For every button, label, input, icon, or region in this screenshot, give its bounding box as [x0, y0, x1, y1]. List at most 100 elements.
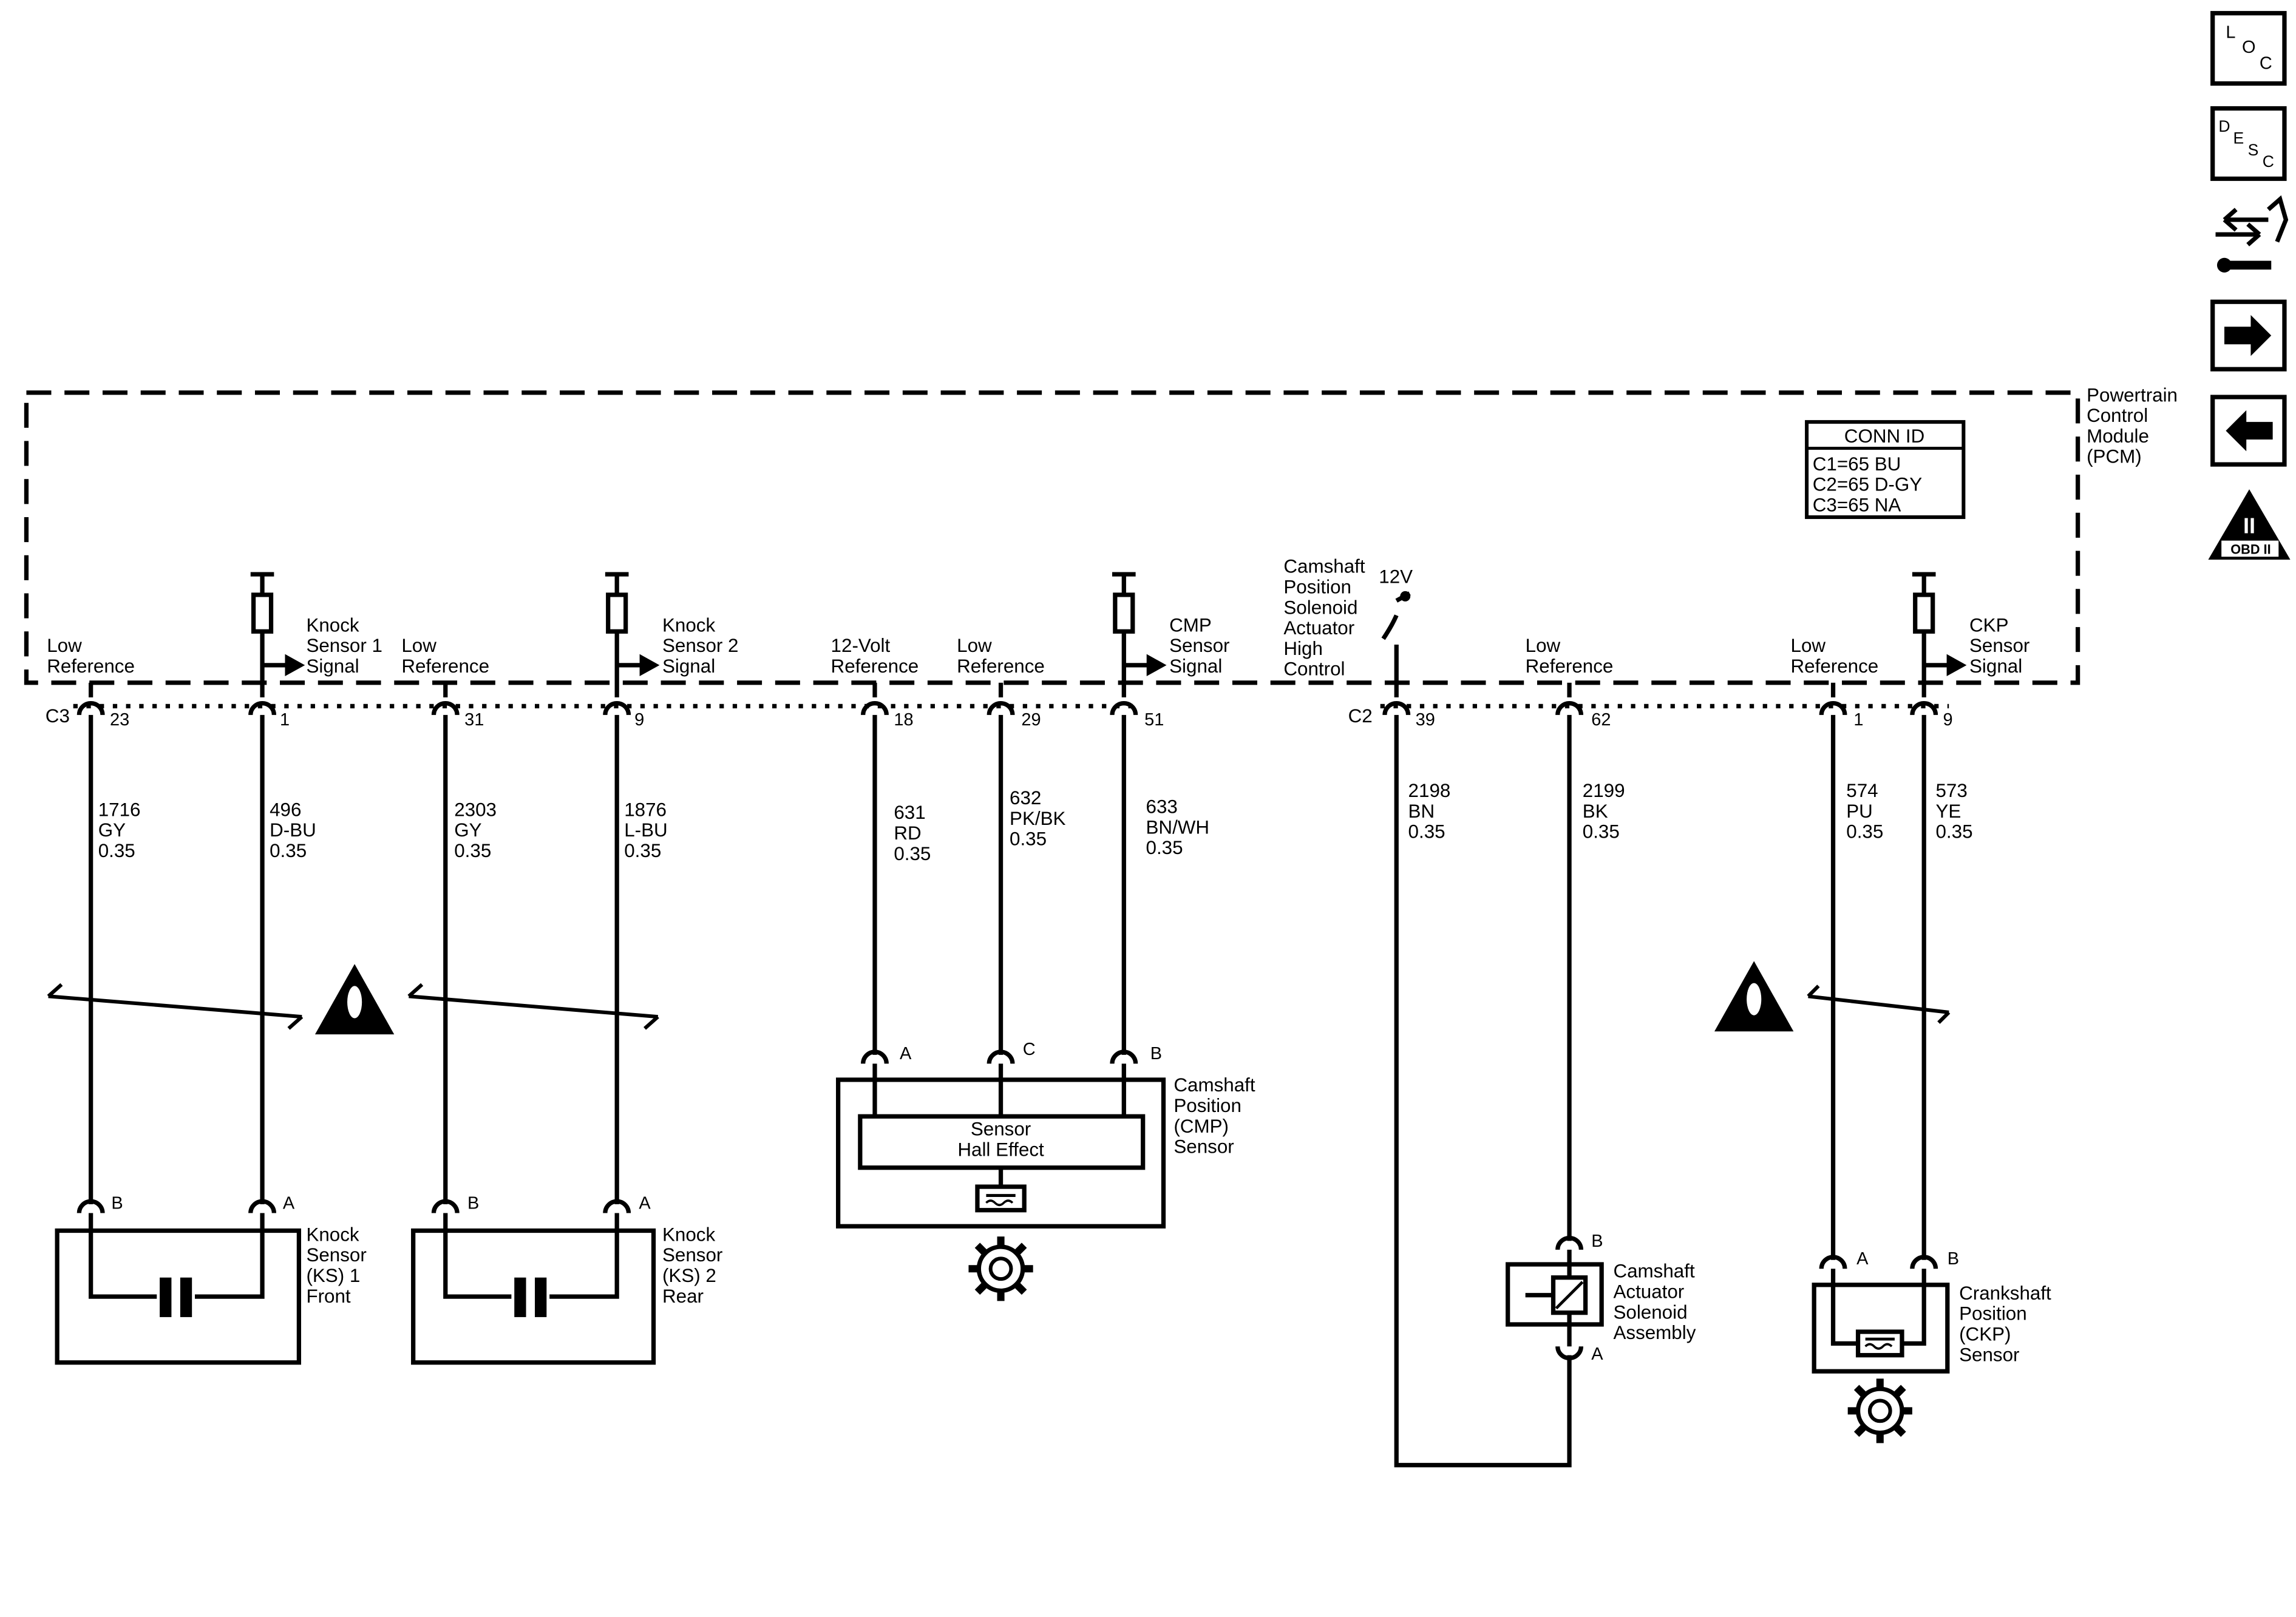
- c9b-label-3: Signal: [1969, 656, 2022, 677]
- caution-icon[interactable]: [314, 964, 395, 1035]
- ks1-name-1: Knock: [306, 1224, 359, 1245]
- wire-2303-gauge: 0.35: [454, 840, 491, 861]
- ks2-name-2: Sensor: [662, 1244, 722, 1266]
- wire-1716-gauge: 0.35: [98, 840, 135, 861]
- gear-icon: [1847, 1378, 1912, 1443]
- c23-label-2: Reference: [47, 656, 135, 677]
- conn-id-line-2: C2=65 D-GY: [1813, 474, 1922, 495]
- wire-574-gauge: 0.35: [1846, 821, 1883, 842]
- ckp-name-3: (CKP): [1959, 1324, 2011, 1345]
- nav-loc-button[interactable]: L O C: [2210, 11, 2287, 86]
- ks1-pin-b: B: [111, 1193, 123, 1213]
- wire-1716-num: 1716: [98, 799, 141, 820]
- ks2-name-3: (KS) 2: [662, 1265, 716, 1286]
- pin-1b: 1: [1853, 710, 1863, 730]
- solenoid-name-1: Camshaft: [1613, 1261, 1694, 1282]
- ckp-name-1: Crankshaft: [1959, 1283, 2051, 1304]
- c9a-label-3: Signal: [662, 656, 715, 677]
- high-side-switch: [1381, 591, 1411, 697]
- c39-label-5: High: [1283, 638, 1323, 659]
- loc-letter-c: C: [2260, 53, 2272, 73]
- caution-icon[interactable]: [1714, 961, 1794, 1032]
- cmp-pin-a: A: [900, 1044, 912, 1063]
- c9a-label-2: Sensor 2: [662, 635, 739, 656]
- pcm-pin-cups: [76, 701, 1938, 716]
- wire-574-color: PU: [1846, 801, 1873, 822]
- gear-icon: [968, 1236, 1033, 1301]
- knock-sensor-1: B A Knock Sensor (KS) 1 Front: [55, 1193, 367, 1365]
- pullup-c1a: [250, 572, 305, 697]
- wire-2198-gauge: 0.35: [1408, 821, 1445, 842]
- prev-arrow-button[interactable]: [2210, 395, 2287, 467]
- pullup-c9b: [1912, 572, 1967, 697]
- wire-633-num: 633: [1146, 796, 1178, 818]
- ks1-name-4: Front: [306, 1286, 350, 1307]
- c31-label-2: Reference: [401, 656, 489, 677]
- nav-desc-button[interactable]: D E S C: [2210, 106, 2287, 181]
- c39-label-6: Control: [1283, 659, 1345, 680]
- pin-1a: 1: [280, 710, 290, 730]
- ckp-pin-b: B: [1948, 1249, 1959, 1269]
- ks2-pin-b: B: [467, 1193, 479, 1213]
- ckp-sensor: A B Crankshaft Position (CKP) Sensor: [1812, 1249, 2051, 1374]
- wire-631-color: RD: [894, 822, 921, 844]
- c39-label-2: Position: [1283, 577, 1351, 598]
- c9b-label-2: Sensor: [1969, 635, 2029, 656]
- wire-573-num: 573: [1935, 780, 1967, 801]
- connector-tool-icon[interactable]: [2215, 195, 2289, 273]
- c1a-label-1: Knock: [306, 614, 359, 636]
- ckp-name-2: Position: [1959, 1303, 2027, 1324]
- ks2-name-4: Rear: [662, 1286, 704, 1307]
- ks2-name-1: Knock: [662, 1224, 715, 1245]
- pin-51: 51: [1144, 710, 1164, 730]
- c18-label-2: Reference: [831, 656, 919, 677]
- c62-label-2: Reference: [1526, 656, 1614, 677]
- wire-2199-color: BK: [1583, 801, 1608, 822]
- pin-9a: 9: [634, 710, 644, 730]
- twisted-pair-ckp: [1808, 994, 1949, 1014]
- solenoid-pin-b: B: [1591, 1232, 1603, 1251]
- solenoid-name-3: Solenoid: [1613, 1301, 1687, 1323]
- desc-letter-c: C: [2263, 152, 2274, 171]
- wire-1876-gauge: 0.35: [624, 840, 661, 861]
- pcm-name-2: Control: [2087, 405, 2148, 426]
- c51-label-2: Sensor: [1169, 635, 1229, 656]
- cmp-sensor: Sensor Hall Effect A C B Camshaft Positi…: [836, 1040, 1255, 1229]
- next-arrow-button[interactable]: [2210, 299, 2287, 371]
- wire-631-gauge: 0.35: [894, 843, 931, 864]
- solenoid-name-4: Assembly: [1613, 1322, 1696, 1343]
- c51-label-3: Signal: [1169, 656, 1222, 677]
- wire-632-color: PK/BK: [1010, 808, 1065, 829]
- wire-632-gauge: 0.35: [1010, 829, 1047, 850]
- pullup-c9a: [605, 572, 660, 697]
- cmp-inner-1: Sensor: [971, 1119, 1031, 1140]
- c39-label-1: Camshaft: [1283, 556, 1365, 577]
- pin-18: 18: [894, 710, 913, 730]
- ks1-name-3: (KS) 1: [306, 1265, 360, 1286]
- c39-label-3: Solenoid: [1283, 597, 1357, 618]
- cmp-inner-2: Hall Effect: [957, 1139, 1044, 1160]
- c29-label-1: Low: [957, 635, 992, 656]
- ckp-pin-a: A: [1856, 1249, 1869, 1269]
- conn-id-title: CONN ID: [1844, 425, 1924, 447]
- cmp-name-1: Camshaft: [1173, 1074, 1255, 1096]
- pin-9b: 9: [1943, 710, 1953, 730]
- wire-632-num: 632: [1010, 787, 1041, 808]
- pin-29: 29: [1021, 710, 1041, 730]
- cmp-name-2: Position: [1173, 1095, 1241, 1116]
- obd-ii-numeral: II: [2243, 514, 2255, 538]
- c62-label-1: Low: [1526, 635, 1561, 656]
- wire-496-gauge: 0.35: [270, 840, 307, 861]
- loc-letter-l: L: [2226, 23, 2235, 42]
- c39-supply: 12V: [1379, 566, 1413, 588]
- ks2-pin-a: A: [639, 1193, 651, 1213]
- conn-id-table: CONN ID C1=65 BU C2=65 D-GY C3=65 NA: [1805, 420, 1966, 520]
- c9b-label-1: CKP: [1969, 614, 2008, 636]
- solenoid-name-2: Actuator: [1613, 1281, 1684, 1303]
- pcm-name-3: Module: [2087, 425, 2149, 447]
- wire-496-color: D-BU: [270, 819, 316, 841]
- obd-ii-icon[interactable]: II OBD II: [2208, 489, 2291, 560]
- cmp-name-4: Sensor: [1173, 1136, 1234, 1158]
- c51-label-1: CMP: [1169, 614, 1212, 636]
